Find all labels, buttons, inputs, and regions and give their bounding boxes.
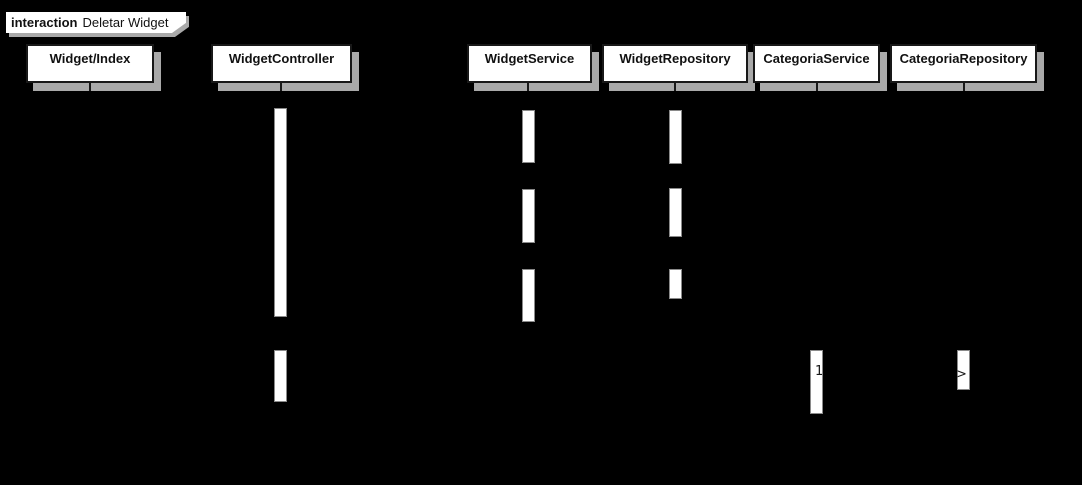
activation-bar: [810, 350, 823, 414]
frame-title: Deletar Widget: [82, 15, 169, 30]
participant-label: Widget/Index: [49, 51, 131, 66]
participant-label: WidgetRepository: [619, 51, 731, 66]
activation-bar: [669, 188, 682, 237]
lifeline-tick: [89, 83, 91, 91]
activation-bar: [522, 269, 535, 322]
participant-label: WidgetService: [484, 51, 575, 66]
participant-box: WidgetService: [467, 44, 592, 83]
frame-keyword: interaction: [11, 15, 78, 30]
participant-label: CategoriaRepository: [899, 51, 1028, 66]
participant-box: CategoriaService: [753, 44, 880, 83]
lifeline-tick: [816, 83, 818, 91]
label-fragment: 1: [815, 364, 824, 379]
participant-label: CategoriaService: [763, 51, 870, 66]
lifeline-tick: [280, 83, 282, 91]
label-fragment: >: [956, 367, 967, 382]
activation-bar: [669, 110, 682, 164]
activation-bar: [522, 110, 535, 163]
participant-box: WidgetController: [211, 44, 352, 83]
activation-bar: [274, 108, 287, 317]
participant-label: WidgetController: [228, 51, 335, 66]
activation-bar: [274, 350, 287, 402]
participant-box: CategoriaRepository: [890, 44, 1037, 83]
lifeline-tick: [674, 83, 676, 91]
activation-bar: [522, 189, 535, 243]
activation-bar: [957, 350, 970, 390]
interaction-frame-label: interaction Deletar Widget: [6, 12, 186, 33]
participant-box: Widget/Index: [26, 44, 154, 83]
activation-bar: [669, 269, 682, 299]
lifeline-tick: [963, 83, 965, 91]
lifeline-tick: [527, 83, 529, 91]
participant-box: WidgetRepository: [602, 44, 748, 83]
